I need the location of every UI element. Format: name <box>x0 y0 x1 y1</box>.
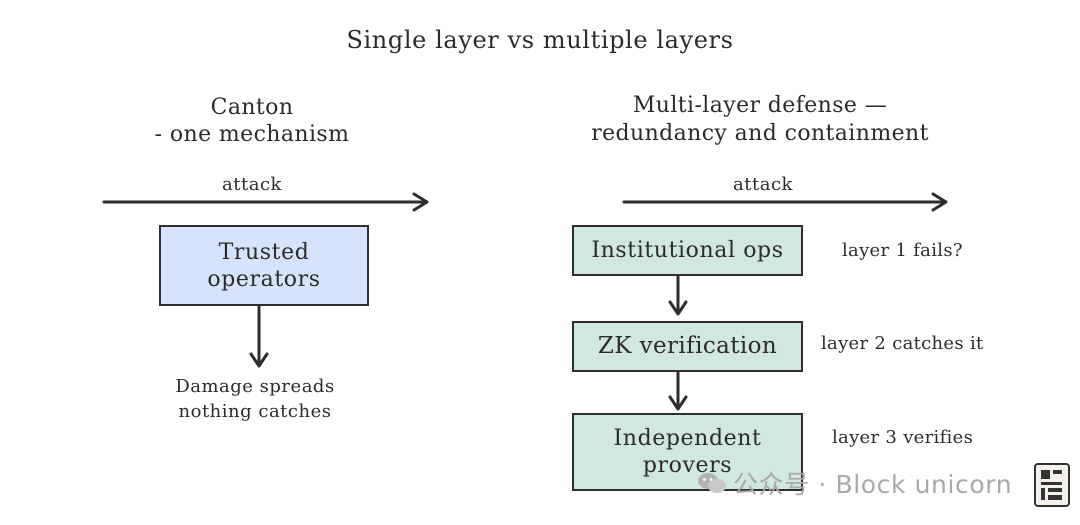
layer-label-line2: provers <box>642 453 733 478</box>
wechat-icon <box>698 473 726 493</box>
right-heading-line1: Multi-layer defense — <box>632 93 888 118</box>
block-unicorn-logo <box>1034 463 1070 507</box>
layer-label: ZK verification <box>597 333 778 359</box>
left-heading-line1: Canton <box>210 95 294 120</box>
watermark: 公众号 · Block unicorn <box>697 465 1012 501</box>
damage-line1: Damage spreads <box>175 376 335 397</box>
down-arrow-1-2 <box>668 274 688 316</box>
trusted-operators-box: Trusted operators <box>159 225 369 306</box>
damage-line2: nothing catches <box>178 401 332 422</box>
left-attack-arrow <box>102 192 429 212</box>
diagram-title: Single layer vs multiple layers <box>346 26 734 54</box>
left-heading: Canton - one mechanism <box>132 94 372 148</box>
down-arrow-2-3 <box>668 370 688 411</box>
trusted-operators-line1: Trusted <box>218 239 310 265</box>
left-attack-label: attack <box>222 174 282 195</box>
left-down-arrow <box>249 304 269 368</box>
right-heading-line2: redundancy and containment <box>591 121 929 146</box>
watermark-text: 公众号 · Block unicorn <box>733 470 1013 499</box>
layer-box-institutional-ops: Institutional ops <box>572 225 803 276</box>
damage-outcome-text: Damage spreads nothing catches <box>150 374 360 424</box>
layer-box-independent-provers: Independent provers <box>572 413 803 491</box>
layer-note-1: layer 1 fails? <box>842 240 963 261</box>
right-attack-arrow <box>622 192 948 212</box>
right-heading: Multi-layer defense — redundancy and con… <box>560 92 960 148</box>
layer-box-zk-verification: ZK verification <box>572 321 803 372</box>
layer-label-line1: Independent <box>613 426 762 451</box>
right-attack-label: attack <box>733 174 793 195</box>
unicorn-seal-icon <box>1041 470 1062 500</box>
trusted-operators-line2: operators <box>207 266 321 292</box>
layer-note-3: layer 3 verifies <box>832 427 974 448</box>
layer-note-2: layer 2 catches it <box>821 333 984 354</box>
layer-label: Institutional ops <box>591 238 784 263</box>
left-heading-line2: - one mechanism <box>154 122 350 147</box>
